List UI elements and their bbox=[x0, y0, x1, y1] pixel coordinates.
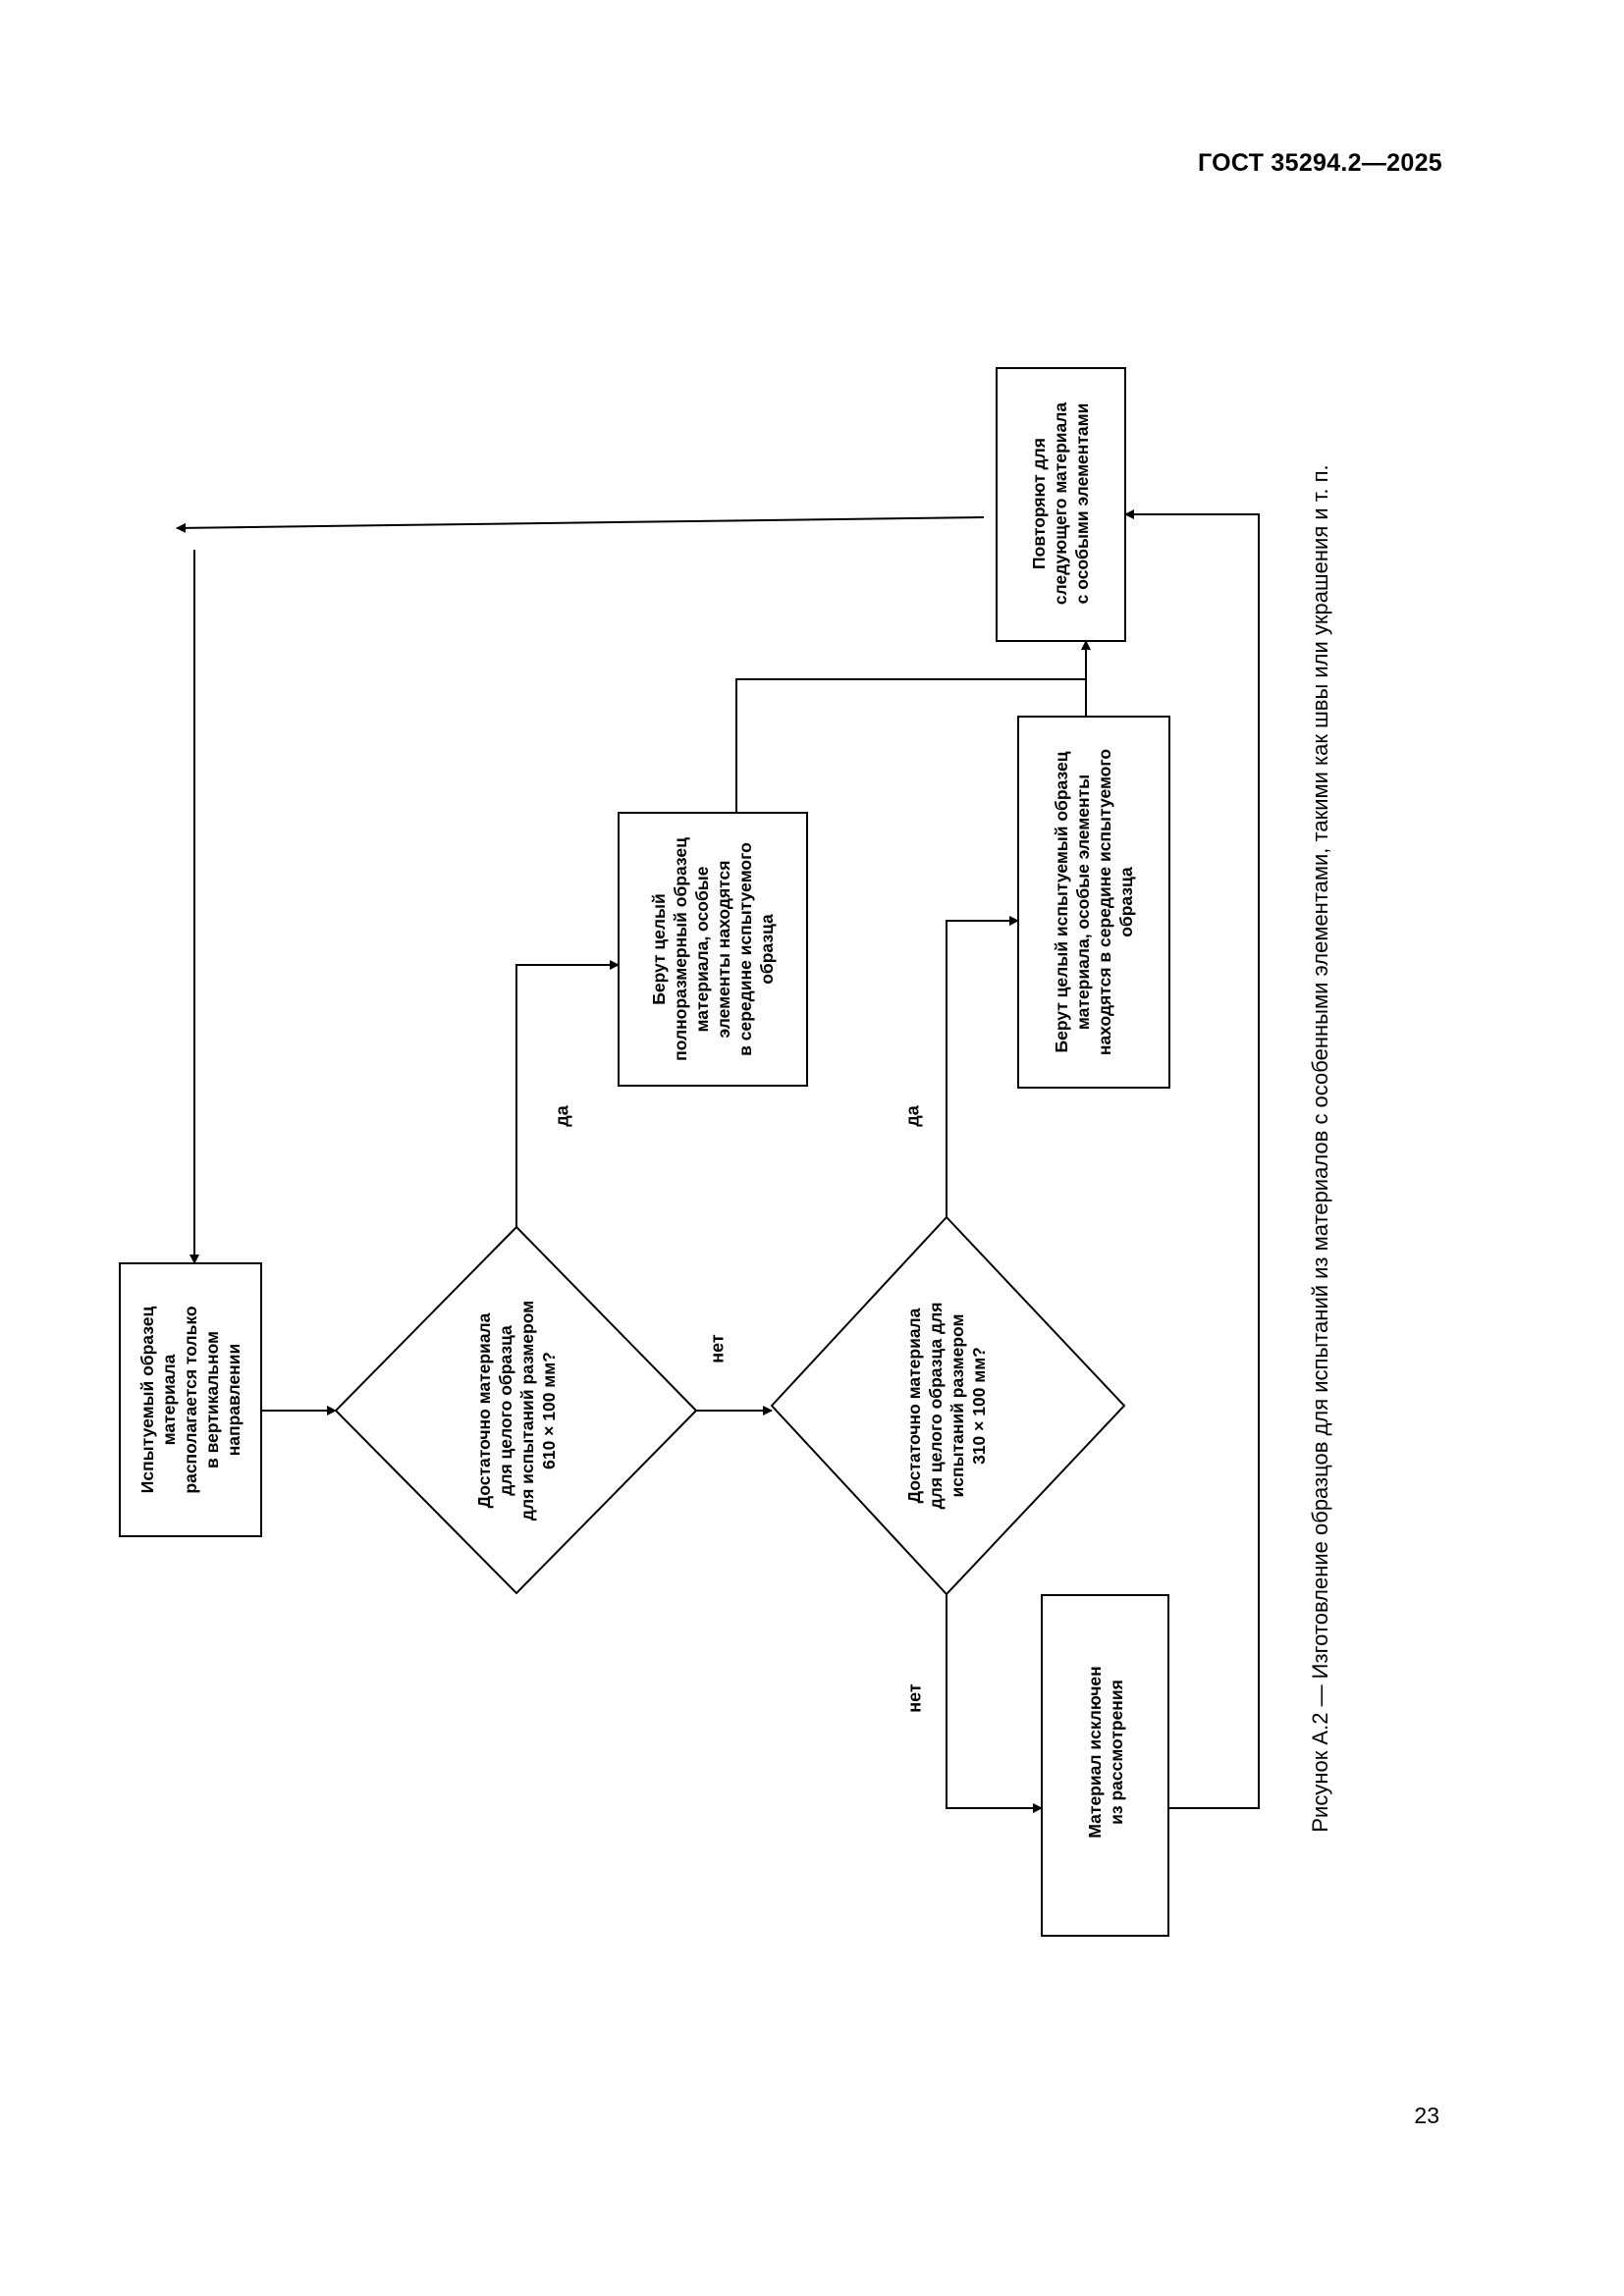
decision-1-line: Достаточно материала bbox=[474, 1312, 494, 1509]
whole-specimen-box-line: Берут целый испытуемый образец bbox=[1052, 751, 1071, 1053]
full-size-box-line: полноразмерный образец bbox=[671, 837, 690, 1061]
full-size-box-line: Берут целый bbox=[649, 893, 669, 1005]
decision-1-line: для испытаний размером bbox=[517, 1300, 537, 1522]
start-box: Испытуемый образец материала располагает… bbox=[136, 1306, 244, 1493]
label-yes-2: да bbox=[902, 1105, 923, 1127]
whole-specimen-box: Берут целый испытуемый образец материала… bbox=[1051, 749, 1137, 1055]
decision-1-shape bbox=[334, 1225, 698, 1595]
label-yes-1: да bbox=[552, 1105, 572, 1127]
whole-specimen-box-line: материала, особые элементы bbox=[1073, 774, 1093, 1031]
full-size-box-line: материала, особые bbox=[692, 866, 712, 1033]
label-no-1: нет bbox=[707, 1334, 728, 1363]
start-box-line: в вертикальном bbox=[202, 1331, 222, 1469]
excluded-box-shape bbox=[1041, 1594, 1169, 1937]
decision-2-line: 310 × 100 мм? bbox=[969, 1347, 989, 1465]
decision-2-line: испытаний размером bbox=[947, 1313, 967, 1498]
page-number: 23 bbox=[1414, 2103, 1439, 2128]
full-size-box-line: образца bbox=[757, 914, 777, 985]
decision-2-line: Достаточно материала bbox=[904, 1308, 924, 1504]
start-box-line: Испытуемый образец bbox=[137, 1306, 157, 1494]
decision-2: Достаточно материала для целого образца … bbox=[903, 1303, 990, 1510]
full-size-box-shape bbox=[618, 812, 808, 1087]
full-size-box: Берут целый полноразмерный образец матер… bbox=[648, 837, 778, 1061]
decision-1: Достаточно материала для целого образца … bbox=[473, 1301, 560, 1521]
start-box-line: направлении bbox=[224, 1343, 244, 1457]
decision-1-line: 610 × 100 мм? bbox=[539, 1352, 559, 1469]
repeat-box: Повторяют для следующего материала с осо… bbox=[1028, 402, 1093, 605]
full-size-box-line: элементы находятся bbox=[714, 860, 733, 1039]
decision-1-line: для целого образца bbox=[496, 1325, 515, 1496]
excluded-box-line: Материал исключен bbox=[1085, 1666, 1105, 1839]
whole-specimen-box-shape bbox=[1017, 716, 1170, 1089]
label-no-2: нет bbox=[904, 1683, 925, 1713]
repeat-box-shape bbox=[996, 367, 1126, 642]
whole-specimen-box-line: образца bbox=[1116, 867, 1136, 937]
repeat-box-line: следующего материала bbox=[1051, 401, 1070, 606]
repeat-box-line: с особыми элементами bbox=[1072, 402, 1092, 605]
decision-2-line: для целого образца для bbox=[926, 1302, 946, 1510]
excluded-box-line: из рассмотрения bbox=[1107, 1680, 1126, 1825]
whole-specimen-box-line: находятся в середине испытуемого bbox=[1095, 748, 1114, 1056]
figure-caption: Рисунок А.2 — Изготовление образцов для … bbox=[1308, 464, 1332, 1833]
excluded-box: Материал исключен из рассмотрения bbox=[1084, 1666, 1127, 1838]
standard-number: ГОСТ 35294.2—2025 bbox=[1197, 149, 1442, 177]
repeat-box-line: Повторяют для bbox=[1029, 438, 1049, 569]
start-box-line: располагается только bbox=[181, 1306, 200, 1494]
full-size-box-line: в середине испытуемого bbox=[735, 842, 755, 1056]
start-box-line: материала bbox=[159, 1354, 179, 1446]
